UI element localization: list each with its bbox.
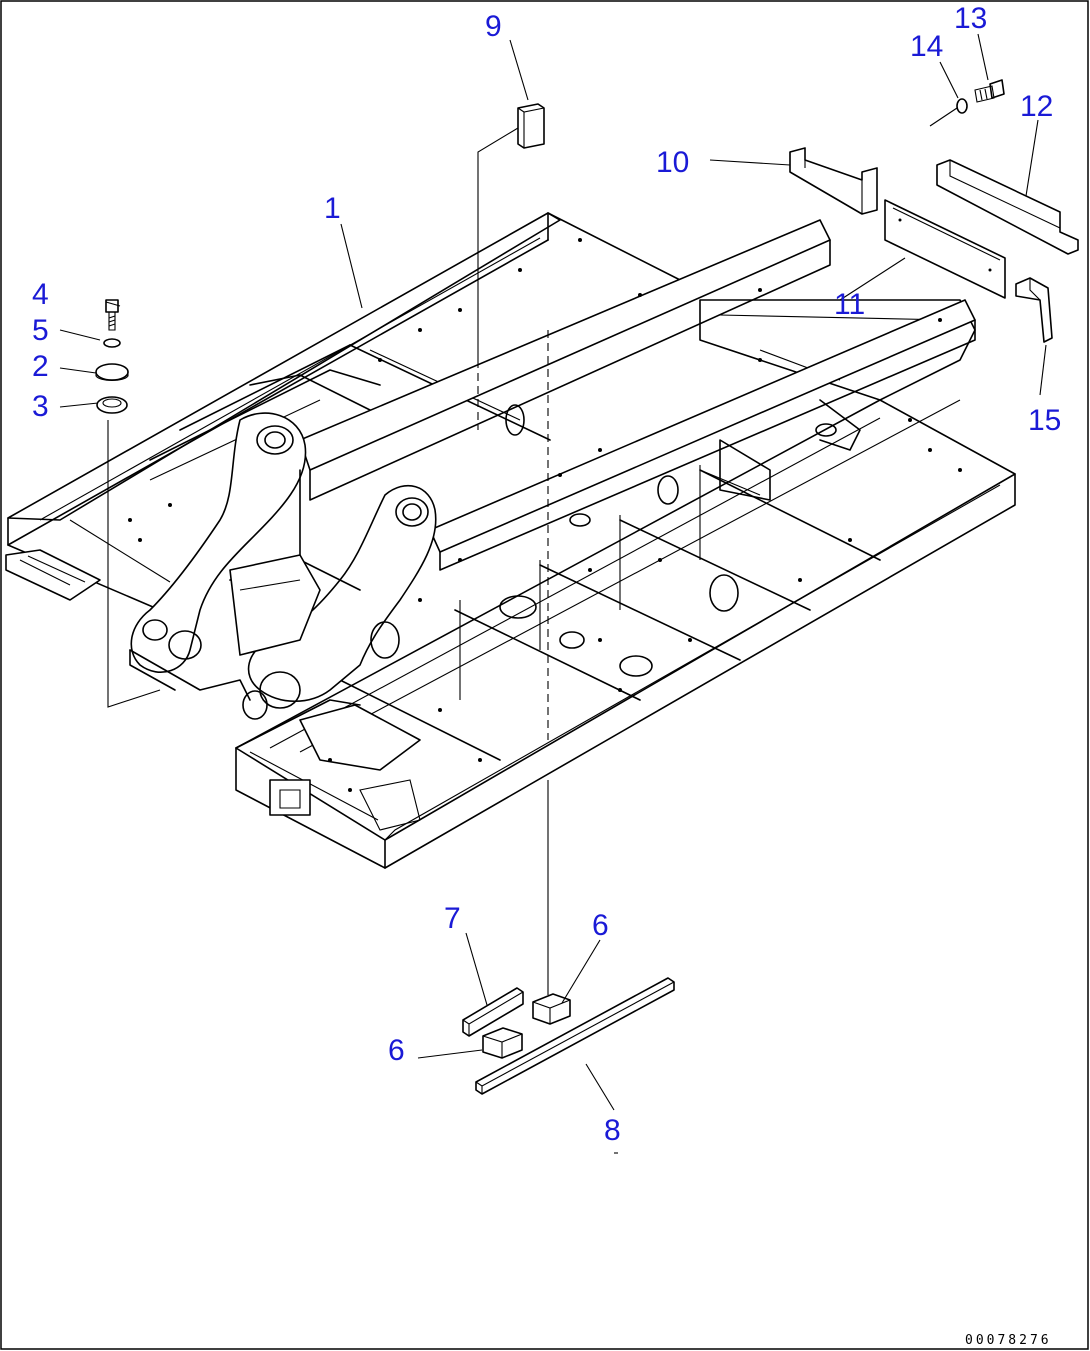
callout-12: 12	[1020, 90, 1053, 123]
part-2-cap	[95, 363, 129, 382]
part-5-washer	[103, 338, 121, 348]
part-6-pad-upper	[532, 993, 571, 1025]
callout-13: 13	[954, 2, 987, 35]
main-frame	[5, 212, 1016, 869]
document-number: 00078276	[965, 1333, 1052, 1348]
part-6-pad-lower	[482, 1027, 523, 1059]
callout-7: 7	[444, 902, 461, 935]
callout-6-lower: 6	[388, 1034, 405, 1067]
part-14-leader-ext	[929, 107, 958, 127]
frame-bolt-holes	[128, 238, 962, 792]
part-11-plate	[884, 199, 1006, 299]
part-8-rail	[475, 977, 675, 1095]
callout-9: 9	[485, 10, 502, 43]
callout-10: 10	[656, 146, 689, 179]
part-3-plate	[96, 396, 128, 414]
callout-11: 11	[834, 288, 865, 321]
part-13-bolt	[974, 79, 1005, 103]
callout-labels: 1 2 3 4 5 6 6 7 8 9 10 11 12 13 14 15	[32, 2, 1061, 1147]
part-10-bracket	[789, 147, 878, 215]
callout-14: 14	[910, 30, 943, 63]
callout-1: 1	[324, 192, 341, 225]
callout-4: 4	[32, 278, 49, 311]
part-7-shim	[462, 987, 524, 1037]
part-9-leader	[477, 127, 519, 360]
part-11-leader	[839, 257, 906, 301]
part-9-block	[517, 103, 545, 149]
callout-6-upper: 6	[592, 909, 609, 942]
parts-2-5-leader	[107, 420, 161, 708]
callout-8: 8	[604, 1114, 621, 1147]
callout-2: 2	[32, 350, 49, 383]
callout-5: 5	[32, 314, 49, 347]
part-12-bracket	[936, 159, 1079, 255]
part-15-angle	[1015, 277, 1053, 343]
callout-15: 15	[1028, 404, 1061, 437]
part-14-washer	[956, 98, 968, 114]
callout-leaders	[59, 33, 1047, 1111]
callout-3: 3	[32, 390, 49, 423]
